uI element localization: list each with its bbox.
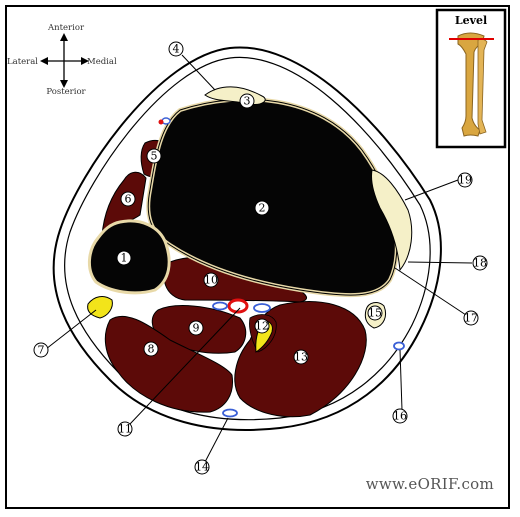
- svg-text:8: 8: [148, 343, 155, 356]
- svg-text:4: 4: [173, 43, 180, 56]
- svg-text:14: 14: [195, 461, 209, 474]
- callout-4: 4: [168, 41, 184, 57]
- callout-3: 3: [239, 93, 255, 109]
- svg-text:2: 2: [259, 202, 266, 215]
- callout-15: 15: [367, 305, 383, 321]
- svg-text:11: 11: [118, 423, 132, 436]
- callout-7: 7: [33, 342, 49, 358]
- callout-2: 2: [254, 200, 270, 216]
- callout-11: 11: [117, 421, 133, 437]
- artery-small: [158, 119, 164, 125]
- callout-5: 5: [146, 148, 162, 164]
- orientation-compass: Anterior Posterior Lateral Medial: [7, 23, 117, 97]
- leader-lines: [45, 54, 473, 463]
- svg-text:5: 5: [151, 150, 158, 163]
- callout-8: 8: [143, 341, 159, 357]
- svg-text:1: 1: [121, 252, 128, 265]
- svg-text:7: 7: [38, 344, 45, 357]
- svg-text:19: 19: [458, 174, 472, 187]
- callout-1: 1: [116, 250, 132, 266]
- svg-text:6: 6: [125, 193, 132, 206]
- callout-17: 17: [463, 310, 479, 326]
- callout-14: 14: [194, 459, 210, 475]
- callout-16: 16: [392, 408, 408, 424]
- level-inset-title: Level: [455, 14, 487, 27]
- artery-11: [227, 298, 249, 314]
- compass-lateral-label: Lateral: [7, 57, 38, 67]
- svg-text:16: 16: [393, 410, 407, 423]
- nerve-7: [87, 296, 113, 319]
- svg-text:17: 17: [464, 312, 478, 325]
- callouts: 1 2 3 4 5 6 7 8 9 10 11 12 13 14 15 16 1…: [33, 41, 488, 475]
- svg-text:13: 13: [294, 351, 308, 364]
- svg-text:3: 3: [244, 95, 251, 108]
- callout-6: 6: [120, 191, 136, 207]
- svg-text:18: 18: [473, 257, 487, 270]
- svg-text:15: 15: [368, 307, 382, 320]
- compass-medial-label: Medial: [87, 57, 117, 67]
- muscle-8: [104, 315, 234, 413]
- fascia-outline: [64, 56, 431, 421]
- compass-posterior-label: Posterior: [46, 87, 86, 97]
- callout-10: 10: [203, 272, 219, 288]
- level-inset: Level: [435, 8, 507, 149]
- callout-18: 18: [472, 255, 488, 271]
- callout-19: 19: [457, 172, 473, 188]
- vein-14: [222, 408, 238, 418]
- callout-13: 13: [293, 349, 309, 365]
- vein-right: [253, 303, 271, 313]
- callout-9: 9: [188, 320, 204, 336]
- vein-16: [393, 341, 405, 351]
- vein-left: [212, 301, 228, 311]
- tendon-19: [371, 169, 413, 272]
- svg-text:9: 9: [193, 322, 200, 335]
- callout-12: 12: [254, 318, 270, 334]
- svg-text:12: 12: [255, 320, 269, 333]
- compass-anterior-label: Anterior: [47, 23, 85, 33]
- watermark-text: www.eORIF.com: [366, 475, 494, 493]
- tibia-fibula-illustration: [457, 32, 488, 137]
- svg-text:10: 10: [204, 274, 218, 287]
